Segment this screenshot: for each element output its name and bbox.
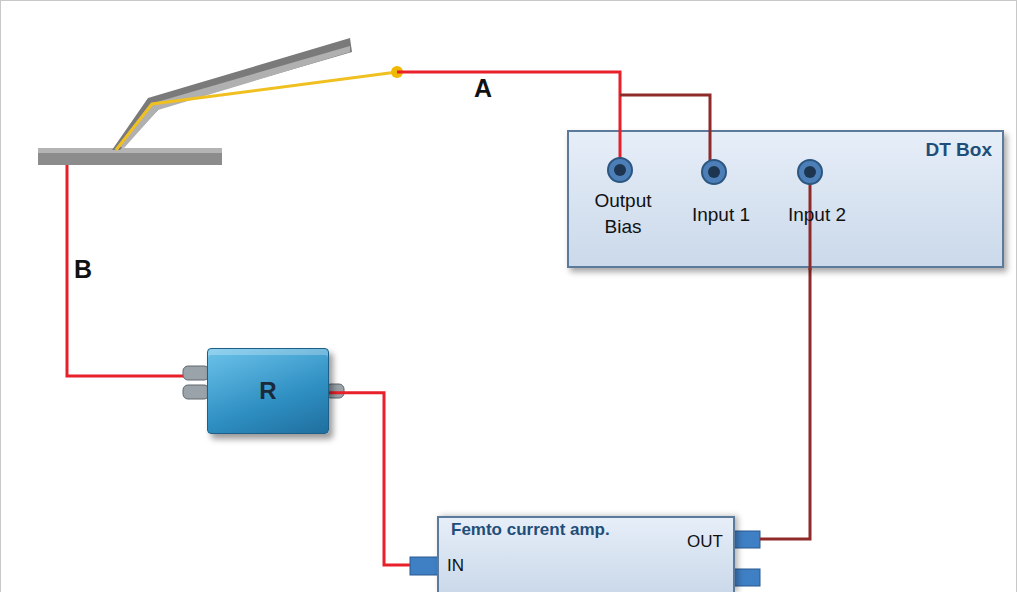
cable — [760, 268, 810, 539]
port-label: IN — [447, 556, 464, 576]
amp-port — [734, 531, 760, 548]
current-amplifier-box: Femto current amp. IN OUT — [437, 516, 735, 592]
amp-port — [734, 569, 760, 586]
cable — [329, 393, 410, 565]
port-label: Input 1 — [673, 204, 769, 226]
resistor-box: R — [207, 348, 329, 434]
box-title: R — [259, 377, 276, 405]
port-hole — [614, 164, 626, 176]
port-label: Output Bias — [575, 188, 671, 240]
port-jack — [608, 158, 632, 182]
dt-box: DT BoxOutput BiasInput 1Input 2 — [567, 130, 1004, 268]
amp-port — [410, 557, 438, 575]
input1-branch-wire — [620, 95, 710, 130]
sample-plate-top — [38, 148, 222, 153]
wire-b — [67, 165, 185, 376]
port-hole — [708, 166, 720, 178]
box-title: DT Box — [926, 139, 993, 161]
port-label: Input 2 — [767, 204, 867, 226]
wire-label: B — [74, 255, 92, 284]
port-jack — [702, 160, 726, 184]
wire-label: A — [474, 74, 492, 103]
sample-plate — [38, 148, 222, 165]
box-title: Femto current amp. — [451, 520, 610, 540]
probe-tip — [116, 72, 397, 150]
port-hole — [804, 166, 816, 178]
bnc-connector — [183, 366, 209, 380]
cantilever-shade — [118, 46, 350, 148]
port-label: OUT — [687, 532, 723, 552]
port-jack — [798, 160, 822, 184]
bnc-connector — [183, 385, 209, 399]
wire-a — [397, 72, 620, 130]
